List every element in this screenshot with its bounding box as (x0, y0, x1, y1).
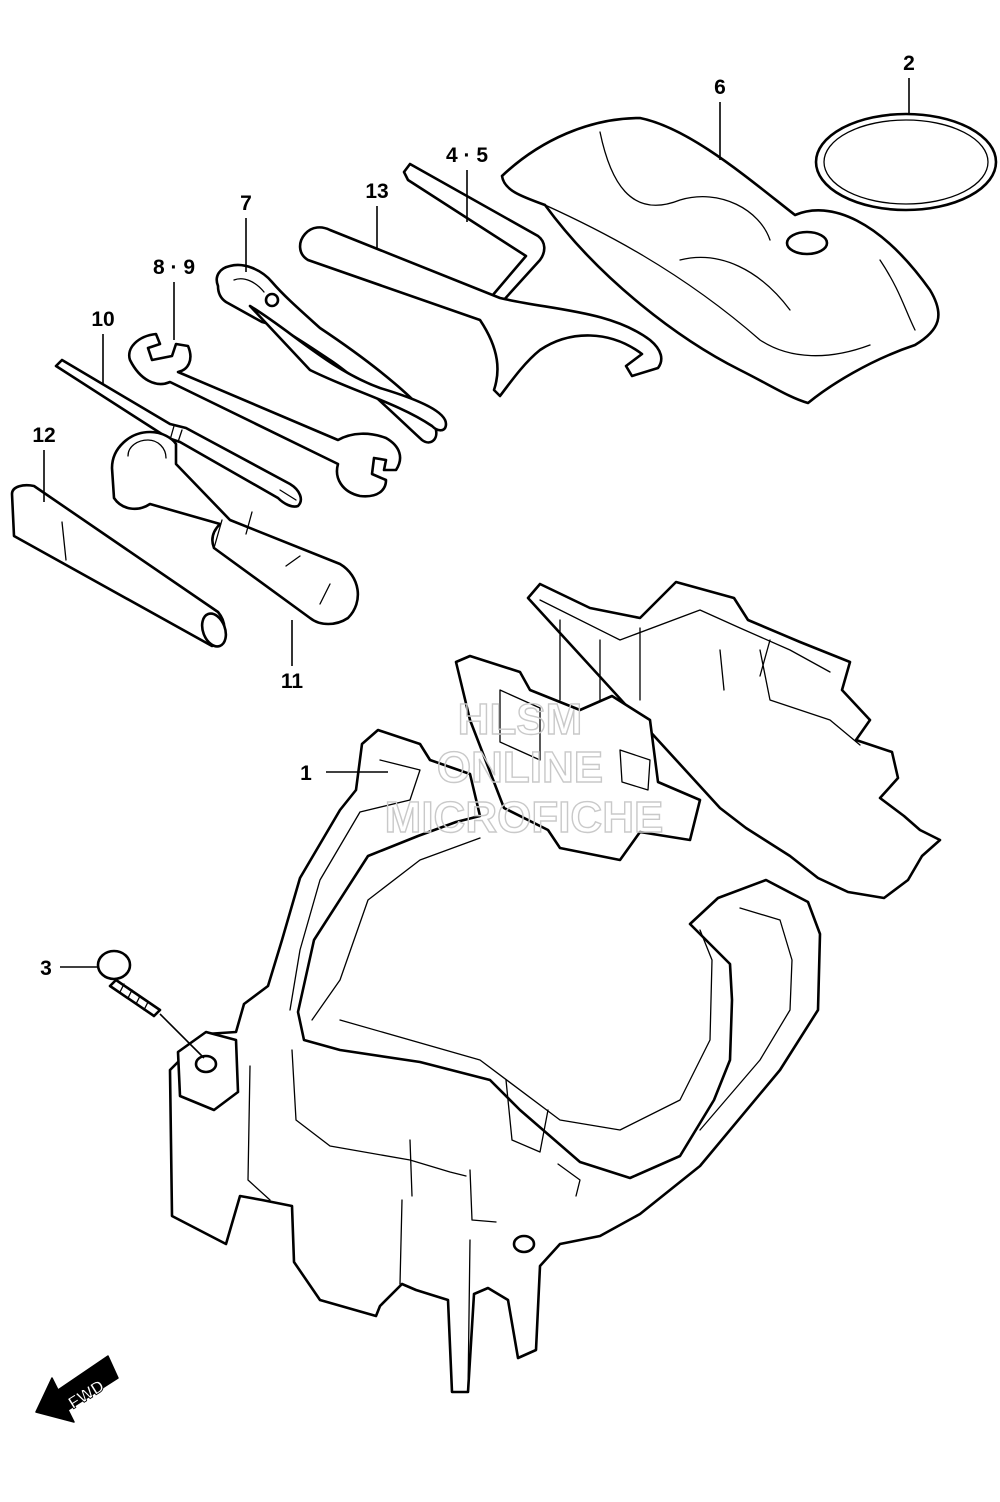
callout-7[interactable]: 7 (240, 192, 252, 215)
callout-6[interactable]: 6 (714, 76, 726, 99)
callout-4-5[interactable]: 4 · 5 (446, 144, 488, 167)
callout-11[interactable]: 11 (281, 670, 304, 693)
callout-8-9[interactable]: 8 · 9 (153, 256, 195, 279)
callout-3[interactable]: 3 (40, 957, 52, 980)
watermark-line-1: HLSM (458, 695, 583, 744)
part-3-screw (96, 949, 162, 1018)
fwd-arrow-icon: FWD (35, 1355, 119, 1423)
part-12-extension-tube (10, 483, 228, 648)
part-7-pliers (215, 263, 448, 444)
part-11-handle (110, 430, 360, 626)
part-8-9-open-end-wrench (127, 332, 402, 498)
part-4-5-hex-key (402, 162, 546, 304)
leader-lines (43, 78, 910, 1059)
callout-1[interactable]: 1 (300, 762, 312, 785)
callout-13[interactable]: 13 (365, 180, 388, 203)
watermark-line-3: MICROFICHE (385, 793, 664, 842)
watermark-line-2: ONLINE (437, 743, 603, 792)
leader-3b (159, 1013, 205, 1059)
part-13-pin-spanner (298, 226, 663, 398)
part-1-tool-tray (168, 580, 942, 1394)
callout-10[interactable]: 10 (91, 308, 114, 331)
part-10-screwdriver (54, 358, 303, 508)
watermark: HLSM ONLINE MICROFICHE (384, 694, 664, 842)
callout-2[interactable]: 2 (903, 52, 915, 75)
callout-12[interactable]: 12 (32, 424, 55, 447)
callout-labels: 1 2 3 4 · 5 6 7 8 · 9 10 11 12 13 (32, 52, 915, 980)
part-2-o-ring (814, 112, 998, 212)
part-6-tool-bag (500, 116, 940, 405)
